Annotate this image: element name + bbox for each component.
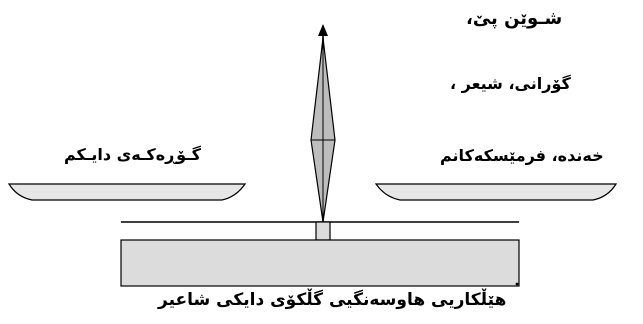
balance-stem xyxy=(315,221,331,241)
diagram-caption: هێڵکاریی هاوسەنگیی گڵکۆی دایکی شاعیر xyxy=(158,290,507,310)
top-text-song-poem: گۆرانی، شیعر ، xyxy=(450,74,571,93)
balance-base xyxy=(120,239,520,287)
right-pan-label: خەندە، فرمێسکەکانم xyxy=(440,146,604,165)
top-text-footprint: شـوێن پێ، xyxy=(466,8,563,29)
needle-arrowhead xyxy=(318,24,328,36)
right-pan xyxy=(374,183,618,201)
left-pan-label: گـۆڕەکـەی دایـکم xyxy=(64,145,201,164)
left-pan xyxy=(7,183,247,201)
base-dot xyxy=(515,282,519,286)
